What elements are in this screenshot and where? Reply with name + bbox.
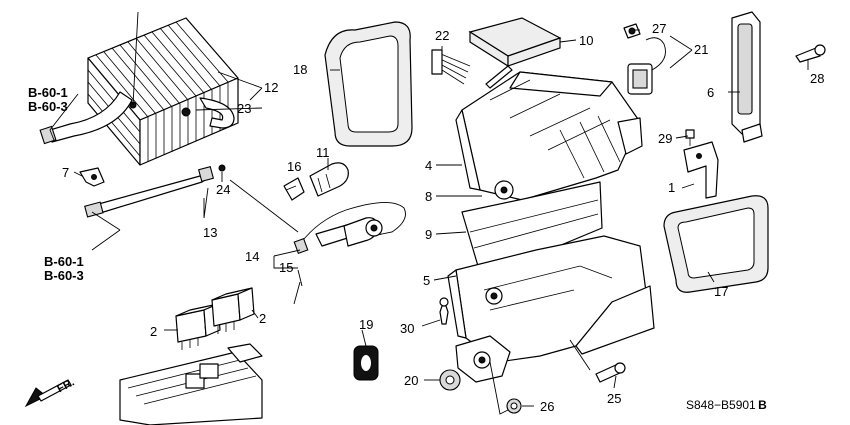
nut-20	[439, 369, 461, 391]
callout-13: 13	[203, 225, 218, 240]
front-direction-arrow	[24, 379, 72, 408]
diagram-code: S848−B5901 B	[686, 398, 767, 412]
callout-8: 8	[425, 189, 433, 204]
callout-16: 16	[287, 159, 302, 174]
harness-22	[431, 49, 513, 89]
callout-22: 22	[435, 28, 450, 43]
callout-15: 15	[279, 260, 294, 275]
housing-lower	[447, 235, 655, 383]
reference-group-top: B-60-1 B-60-3	[28, 86, 68, 113]
callout-26: 26	[540, 399, 555, 414]
leader-lines	[49, 11, 809, 415]
callout-30: 30	[400, 321, 415, 336]
relay-left	[175, 303, 221, 350]
callout-29: 29	[658, 131, 673, 146]
screw-29	[685, 129, 695, 146]
callout-17: 17	[714, 284, 729, 299]
relay-box	[119, 343, 263, 425]
duct-6	[731, 11, 763, 143]
callout-21: 21	[694, 42, 709, 57]
suction-pipe	[79, 164, 226, 218]
reference-link[interactable]: B-60-1	[44, 254, 84, 269]
filter-10	[468, 17, 562, 68]
callout-14: 14	[245, 249, 260, 264]
callout-10: 10	[579, 33, 594, 48]
screw-25	[595, 362, 626, 383]
expansion-valve	[293, 202, 406, 255]
diagram-code-suffix: B	[758, 398, 767, 412]
screw-30	[439, 297, 449, 325]
callout-6: 6	[707, 85, 715, 100]
diagram-code-prefix: S848−B5901	[686, 398, 756, 412]
reference-link[interactable]: B-60-3	[44, 267, 84, 283]
callout-27: 27	[652, 21, 667, 36]
sensor-11	[309, 162, 349, 197]
callout-18: 18	[293, 62, 308, 77]
callout-2-left: 2	[150, 324, 158, 339]
grommet-19	[353, 345, 379, 381]
callout-11: 11	[316, 145, 330, 160]
reference-link[interactable]: B-60-3	[28, 98, 68, 114]
relay-right	[211, 287, 255, 334]
callout-23: 23	[237, 101, 252, 116]
callout-25: 25	[607, 391, 622, 406]
reference-link[interactable]: B-60-1	[28, 85, 68, 100]
screw-28	[795, 44, 826, 63]
callout-24: 24	[216, 182, 231, 197]
callout-28: 28	[810, 71, 825, 86]
seal-18	[324, 21, 413, 147]
bracket-1	[683, 141, 719, 199]
callout-2-right: 2	[259, 311, 267, 326]
callout-9: 9	[425, 227, 433, 242]
callout-1: 1	[668, 180, 676, 195]
housing-upper	[455, 71, 643, 201]
evaporator-core	[39, 17, 239, 166]
callout-4: 4	[425, 158, 433, 173]
callout-12: 12	[264, 80, 279, 95]
nut-26	[506, 398, 522, 414]
seal-17	[663, 195, 769, 293]
callout-7: 7	[62, 165, 70, 180]
reference-group-bottom: B-60-1 B-60-3	[44, 255, 84, 282]
callout-20: 20	[404, 373, 419, 388]
callout-5: 5	[423, 273, 431, 288]
sensor-16	[283, 177, 305, 201]
callout-19: 19	[359, 317, 374, 332]
actuator-21	[623, 23, 666, 95]
